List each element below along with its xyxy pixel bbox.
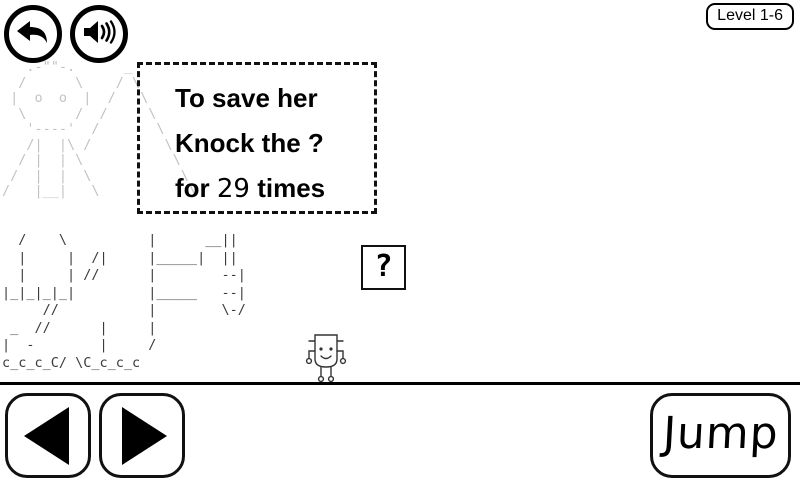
left-arrow-icon: [23, 406, 69, 465]
knock-count: 29: [216, 174, 250, 204]
right-arrow-icon: [121, 406, 167, 465]
bubble-line-2: Knock the ?: [175, 121, 375, 166]
ascii-art-lower: / \ | __|| | | /| |_____| || | | // | --…: [2, 232, 246, 371]
ground-line: [0, 382, 800, 385]
move-left-button[interactable]: [5, 393, 91, 478]
jump-button[interactable]: Jump: [650, 393, 791, 478]
player-character: [303, 332, 349, 384]
question-mark-glyph: ?: [374, 248, 393, 284]
back-button[interactable]: [4, 5, 62, 63]
bubble-line-1: To save her: [175, 83, 318, 113]
speaker-icon: [81, 17, 117, 52]
player-character-icon: [305, 334, 347, 383]
level-badge: Level 1-6: [706, 3, 794, 31]
move-right-button[interactable]: [99, 393, 185, 478]
bubble-target-glyph: ?: [307, 128, 324, 158]
back-arrow-icon: [15, 18, 51, 51]
bubble-line-3-prefix: for: [175, 173, 217, 203]
speech-bubble: [137, 62, 377, 214]
bubble-line-3-suffix: times: [249, 173, 326, 203]
speech-bubble-text: To save her Knock the ? for 29 times: [175, 76, 375, 212]
jump-button-label: Jump: [661, 407, 780, 459]
bubble-line-2-prefix: Knock the: [175, 128, 308, 158]
sound-button[interactable]: [70, 5, 128, 63]
bubble-line-3: for 29 times: [175, 166, 375, 212]
question-block[interactable]: ?: [361, 245, 406, 290]
